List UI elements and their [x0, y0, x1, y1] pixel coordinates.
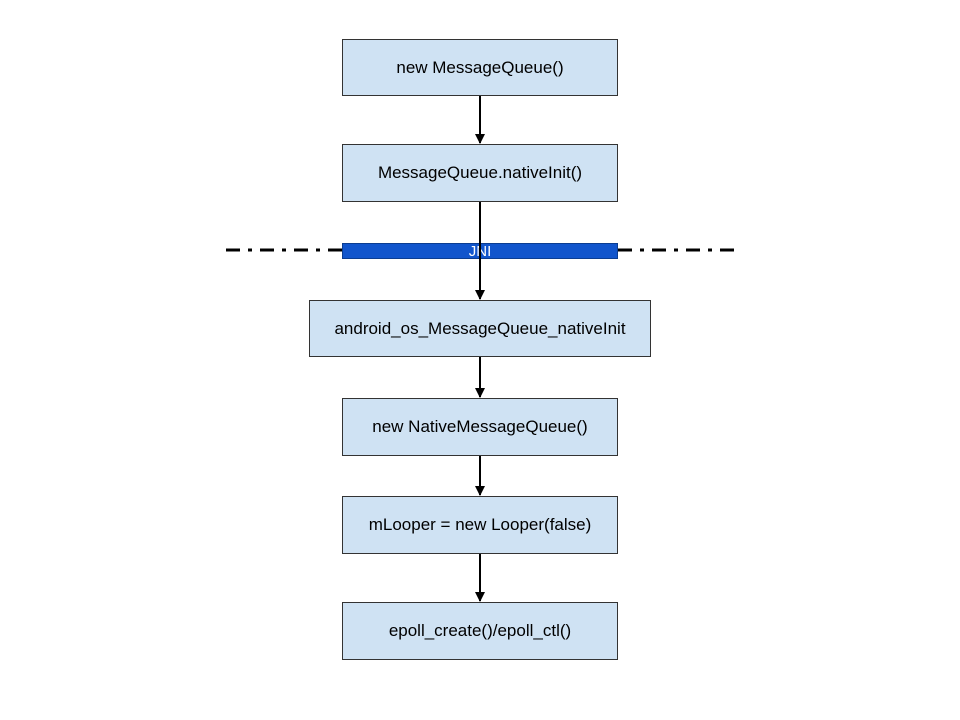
jni-boundary-band: JNI [342, 243, 618, 259]
jni-label: JNI [468, 242, 492, 260]
node-messagequeue-nativeinit: MessageQueue.nativeInit() [342, 144, 618, 202]
node-label: android_os_MessageQueue_nativeInit [334, 318, 626, 338]
node-label: epoll_create()/epoll_ctl() [388, 621, 572, 640]
node-label: mLooper = new Looper(false) [368, 515, 592, 534]
node-label: MessageQueue.nativeInit() [377, 163, 583, 182]
node-new-messagequeue: new MessageQueue() [342, 39, 618, 96]
node-label: new MessageQueue() [396, 57, 564, 77]
node-new-nativemessagequeue: new NativeMessageQueue() [342, 398, 618, 456]
node-mlooper-new-looper: mLooper = new Looper(false) [342, 496, 618, 554]
node-android-os-messagequeue-nativeinit: android_os_MessageQueue_nativeInit [309, 300, 651, 357]
node-epoll-create-ctl: epoll_create()/epoll_ctl() [342, 602, 618, 660]
node-label: new NativeMessageQueue() [372, 417, 588, 436]
